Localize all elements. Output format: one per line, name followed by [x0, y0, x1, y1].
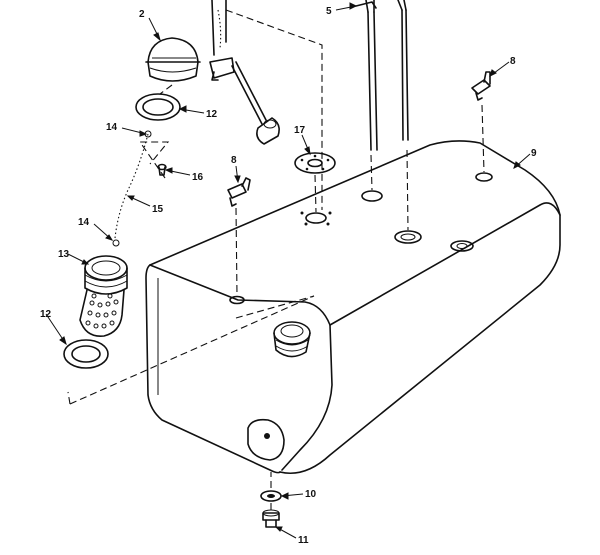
screw-16	[157, 163, 167, 176]
fuel-level-sender	[209, 0, 280, 145]
callout-12-lower: 12	[40, 309, 52, 320]
callout-11: 11	[298, 535, 309, 546]
callout-8-right: 8	[510, 56, 516, 67]
filler-strainer	[79, 255, 128, 337]
split-ring-lower	[112, 239, 120, 247]
callout-14-lower: 14	[78, 217, 90, 228]
callout-9: 9	[531, 148, 537, 159]
sender-gasket	[294, 152, 336, 174]
callout-13: 13	[58, 249, 70, 260]
strainer-perforations	[85, 293, 119, 329]
drain-washer	[260, 490, 282, 502]
vent-elbow-right	[471, 71, 491, 101]
gasket-upper	[135, 93, 181, 121]
callout-8-left: 8	[231, 155, 237, 166]
drain-plug	[262, 509, 280, 528]
callout-14-upper: 14	[106, 122, 118, 133]
callout-15: 15	[152, 204, 164, 215]
fuel-tubes	[355, 0, 409, 151]
fuel-tank	[145, 140, 561, 474]
callout-16: 16	[192, 172, 204, 183]
callout-12-upper: 12	[206, 109, 218, 120]
callout-10: 10	[305, 489, 317, 500]
callout-2: 2	[139, 9, 145, 20]
callout-5: 5	[326, 6, 332, 17]
filler-cap	[145, 37, 201, 82]
leader-lines	[45, 2, 531, 539]
callout-17: 17	[294, 125, 306, 136]
gasket-lower	[63, 339, 109, 369]
retaining-chain	[114, 133, 149, 239]
vent-elbow-left	[227, 177, 251, 207]
assembly-alignment-lines	[67, 9, 485, 512]
